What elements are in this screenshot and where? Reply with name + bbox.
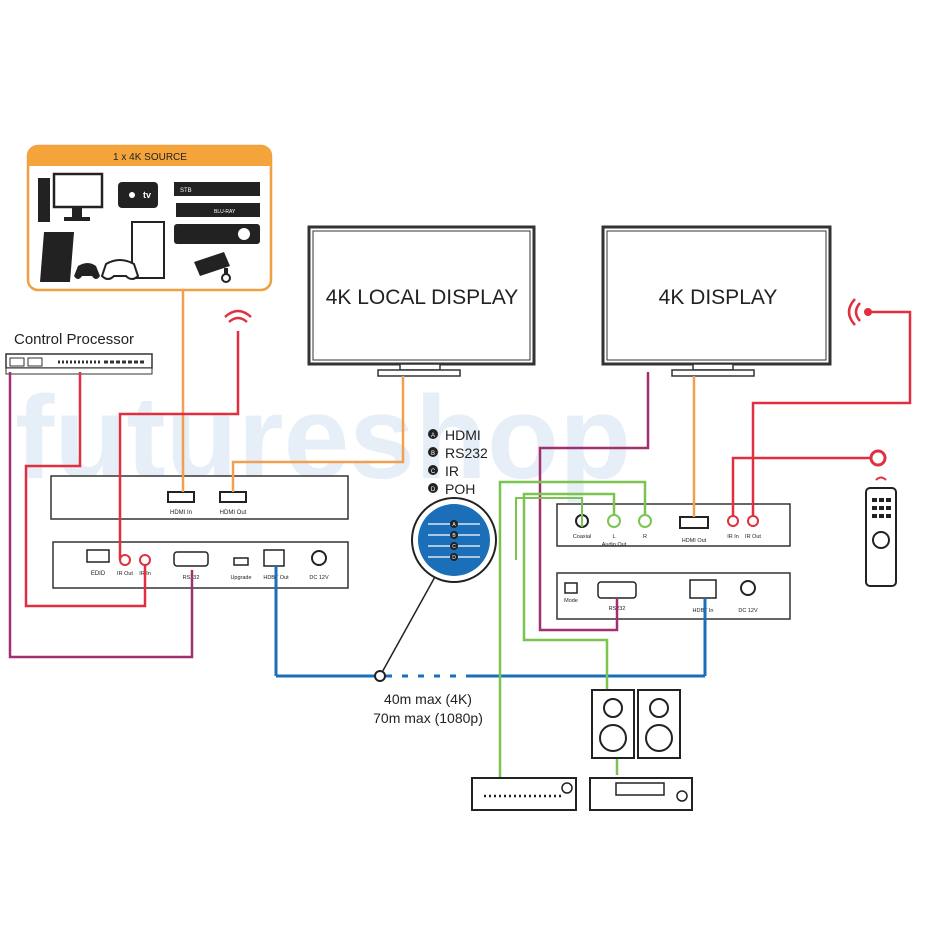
pc-icon [38, 172, 104, 222]
remote-display: 4K DISPLAY [601, 225, 832, 377]
speakers-icon [591, 689, 681, 759]
rx-audio-out: Audio Out [602, 542, 627, 548]
apple-tv-label: tv [143, 190, 151, 200]
tx-edid: EDID [91, 571, 106, 577]
transmitter-front: HDMI In HDMI Out [50, 475, 349, 520]
coaxial-cable [515, 497, 583, 560]
cable-note-4k: 40m max (4K) [384, 691, 472, 707]
hdmi-local-cable [231, 376, 405, 492]
local-display-label: 4K LOCAL DISPLAY [326, 286, 519, 309]
badge-d: D [452, 555, 456, 561]
tx-dc: DC 12V [309, 575, 329, 581]
legend-label-c: IR [445, 463, 459, 479]
cable-note-1080p: 70m max (1080p) [373, 710, 483, 726]
ir-receiver-eye-icon [869, 449, 887, 467]
receiver-rear: Mode RS232 HDBT In DC 12V [556, 572, 791, 620]
legend: A HDMI B RS232 C IR D POH [428, 427, 488, 497]
apple-tv-icon: tv [118, 182, 158, 208]
rx-l: L [612, 534, 615, 540]
rx-ir-in: IR In [727, 534, 739, 540]
legend-key-a: A [431, 433, 435, 439]
remote-control-icon [865, 476, 897, 587]
game-console-icon [40, 232, 100, 282]
remote-display-label: 4K DISPLAY [659, 286, 778, 309]
tx-upgrade: Upgrade [230, 575, 251, 581]
tx-ir-out: IR Out [117, 571, 133, 577]
ir-rx-in-cable [731, 456, 878, 516]
rx-coaxial: Coaxial [573, 534, 591, 540]
badge-b: B [452, 533, 456, 539]
audio-l-cable [522, 492, 616, 690]
ir-rx-out-cable [751, 310, 912, 516]
rx-dc: DC 12V [738, 608, 758, 614]
bluray-label: BLU-RAY [214, 209, 236, 215]
badge-c: C [452, 544, 456, 550]
rx-hdmi-out: HDMI Out [682, 538, 707, 544]
control-processor [5, 353, 153, 375]
dvr-icon [174, 224, 260, 244]
legend-key-c: C [431, 469, 436, 475]
ir-emitter-cable [118, 331, 240, 560]
ir-wave-icon [224, 309, 252, 323]
ir-emitter-dot-icon [864, 308, 872, 316]
rs232-rx-cable [538, 372, 650, 632]
transmitter-rear: EDID IR Out IR In RS232 Upgrade HDBT Out… [52, 541, 349, 589]
cable-cross-section: A B C D [374, 497, 497, 682]
rx-r: R [643, 534, 647, 540]
tx-hdmi-in: HDMI In [170, 510, 192, 516]
xbox-icon [100, 221, 165, 280]
legend-key-b: B [431, 451, 435, 457]
legend-label-b: RS232 [445, 445, 488, 461]
av-receiver-icon [471, 777, 577, 811]
ir-wave-right-icon [847, 298, 861, 326]
rx-hdbt-in: HDBT In [693, 608, 714, 614]
bluray-icon: BLU-RAY [176, 203, 260, 217]
amplifier-icon [589, 777, 693, 811]
legend-key-d: D [431, 487, 436, 493]
tx-hdmi-out: HDMI Out [220, 510, 247, 516]
stb-icon: STB [174, 182, 260, 196]
cctv-camera-icon [194, 252, 231, 283]
badge-a: A [452, 522, 456, 528]
stb-label: STB [180, 188, 192, 194]
legend-label-d: POH [445, 481, 475, 497]
source-box-title: 1 x 4K SOURCE [113, 152, 187, 163]
audio-r-cable [498, 480, 647, 780]
control-processor-label: Control Processor [14, 331, 134, 348]
ir-control-cable [24, 372, 147, 608]
receiver-front: Coaxial L R Audio Out HDMI Out IR In IR … [556, 503, 791, 548]
rx-ir-out: IR Out [745, 534, 761, 540]
legend-label-a: HDMI [445, 427, 481, 443]
rx-mode: Mode [564, 598, 578, 604]
local-display: 4K LOCAL DISPLAY [307, 225, 536, 377]
source-box: 1 x 4K SOURCE tv STB BLU-RAY [26, 144, 273, 292]
hdbt-cable [274, 566, 707, 678]
rs232-tx-cable [8, 372, 194, 659]
